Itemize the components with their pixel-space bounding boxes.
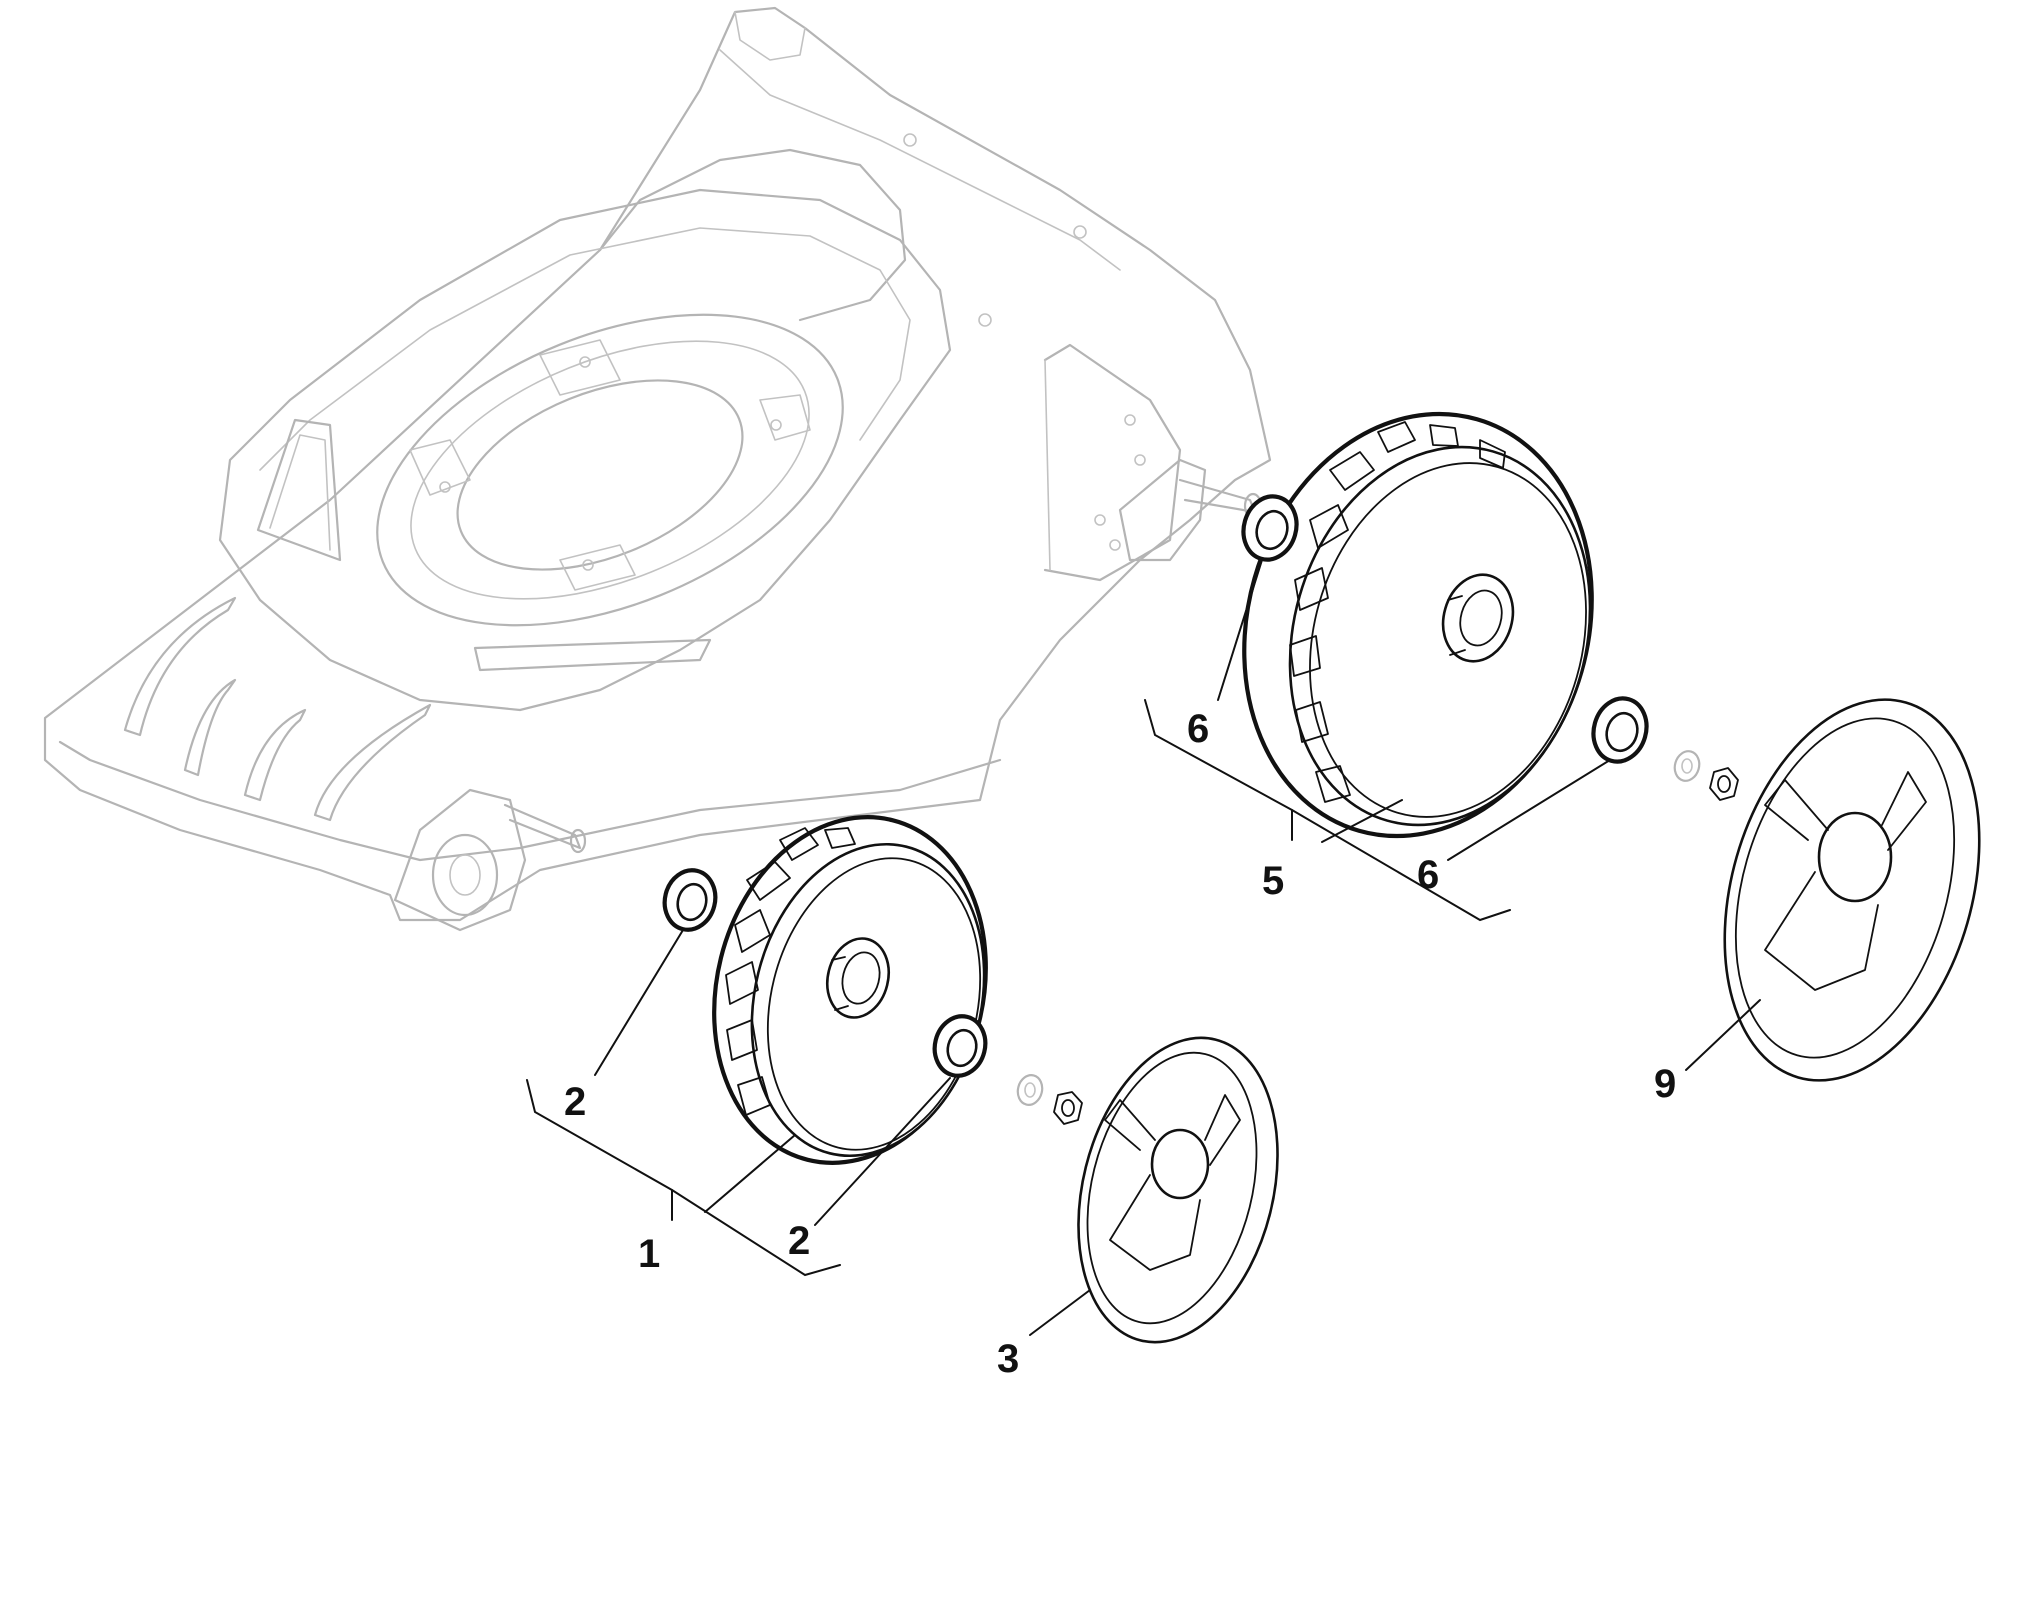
bearing-front-inner [662,868,718,932]
bearing-rear-outer [1591,696,1649,764]
bearing-front-outer [932,1014,988,1078]
front-wheel [712,815,988,1165]
bearing-rear-inner [1241,494,1299,562]
callout-5: 5 [1262,859,1284,903]
hubcap-rear [1723,698,1981,1082]
nut-front [1053,1091,1083,1125]
callout-2-outer: 2 [788,1219,810,1263]
callout-3: 3 [997,1337,1019,1381]
rear-wheel [1242,411,1594,839]
callout-1: 1 [638,1232,660,1276]
washer-front [1016,1074,1044,1106]
callout-6-outer: 6 [1417,853,1439,897]
hubcap-front [1077,1036,1279,1344]
mower-deck-outline [43,6,1272,932]
callout-9: 9 [1654,1062,1676,1106]
callout-6-inner: 6 [1187,707,1209,751]
nut-rear [1709,767,1739,801]
washer-rear [1673,750,1701,782]
callout-2-inner: 2 [564,1080,586,1124]
leader-lines [526,559,1761,1336]
